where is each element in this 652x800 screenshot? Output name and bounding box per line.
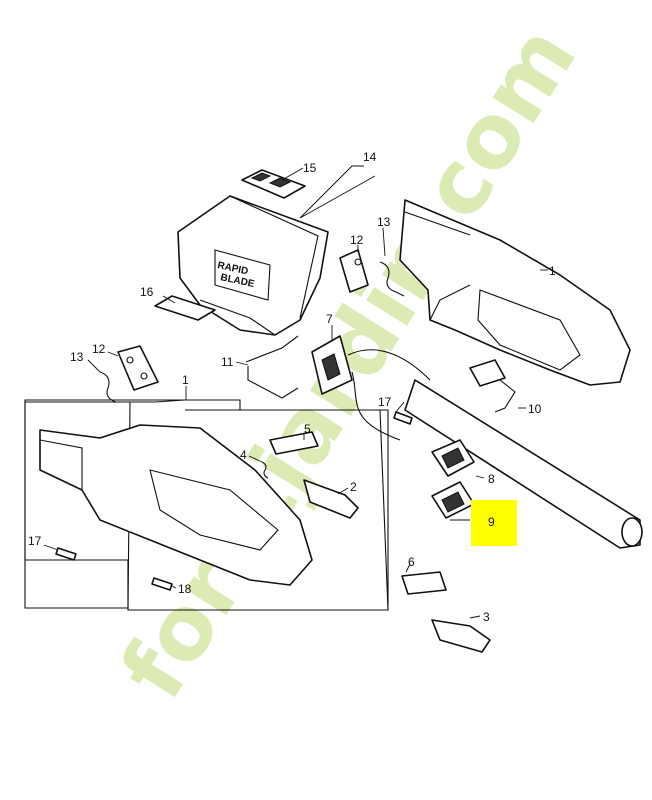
- callout-11: 11: [221, 355, 234, 369]
- part-5-trigger: [269, 431, 319, 455]
- callout-17-mid: 17: [378, 395, 392, 409]
- callout-14: 14: [363, 150, 377, 164]
- callout-8: 8: [488, 472, 495, 486]
- callout-18: 18: [178, 582, 192, 596]
- callout-2: 2: [350, 480, 357, 494]
- part-18-screw: [151, 577, 173, 591]
- callout-13-top: 13: [377, 215, 391, 229]
- callout-10: 10: [528, 402, 542, 416]
- callout-1-top: 1: [549, 264, 556, 278]
- part-3-lever: [431, 619, 491, 653]
- part-16-plate: [154, 295, 216, 321]
- part-13-left-spring: [99, 371, 117, 403]
- part-4-spring: [261, 461, 269, 479]
- highlight-box-part-9: [471, 500, 517, 546]
- callout-13-left: 13: [70, 350, 84, 364]
- part-15-sticker: [241, 169, 306, 199]
- part-6-trigger: [401, 571, 447, 595]
- callout-3: 3: [483, 610, 490, 624]
- callout-5: 5: [304, 422, 311, 436]
- part-10-bracket: [469, 359, 516, 413]
- callout-4: 4: [240, 448, 247, 462]
- part-12-left-bracket: [117, 345, 159, 391]
- shaft-tube: [404, 379, 643, 549]
- handle-housing-top: [399, 199, 631, 386]
- callout-15: 15: [303, 161, 317, 175]
- callout-1-bottom: 1: [182, 373, 189, 387]
- callout-6: 6: [408, 555, 415, 569]
- part-9-switch: [431, 481, 475, 519]
- callout-12-left: 12: [92, 342, 106, 356]
- part-13-top-spring: [379, 261, 405, 297]
- part-12-top-bracket: [339, 249, 369, 293]
- handle-housing-bottom: [39, 424, 313, 586]
- part-17-screw-left: [55, 547, 77, 561]
- callout-7: 7: [326, 312, 333, 326]
- cable: [347, 349, 431, 441]
- part-8-switch: [431, 439, 475, 477]
- part-17-screw-mid: [393, 411, 413, 425]
- callout-12-top: 12: [350, 233, 364, 247]
- part-2-lever: [303, 479, 359, 519]
- frame-outline: [24, 399, 389, 611]
- callout-16: 16: [140, 285, 154, 299]
- leader-lines: [43, 165, 548, 619]
- top-cover-housing: RAPID BLADE: [177, 195, 329, 336]
- callout-labels: 14 15 16 13 12 1 7 11 12 13 1 17 10 8 5 …: [28, 150, 556, 624]
- part-11-wire: [245, 335, 299, 399]
- part-7-switch: [311, 335, 353, 395]
- callout-17-left: 17: [28, 534, 42, 548]
- callout-9: 9: [488, 515, 495, 529]
